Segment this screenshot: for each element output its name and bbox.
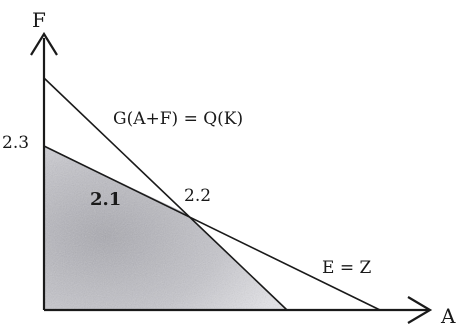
y-axis-label: F [32, 8, 46, 32]
intersection-label: 2.2 [184, 186, 211, 206]
y-intercept-label: 2.3 [2, 133, 29, 153]
budget-line-ez [43, 145, 381, 311]
x-axis-arrowhead [407, 296, 433, 324]
x-axis-label: A [440, 304, 456, 325]
budget-line-label: E = Z [322, 258, 371, 278]
constraint-line-g [43, 77, 288, 311]
y-axis-arrowhead [30, 31, 58, 56]
region-label: 2.1 [90, 189, 121, 210]
feasible-region [44, 146, 287, 310]
constraint-line-label: G(A+F) = Q(K) [113, 109, 243, 129]
